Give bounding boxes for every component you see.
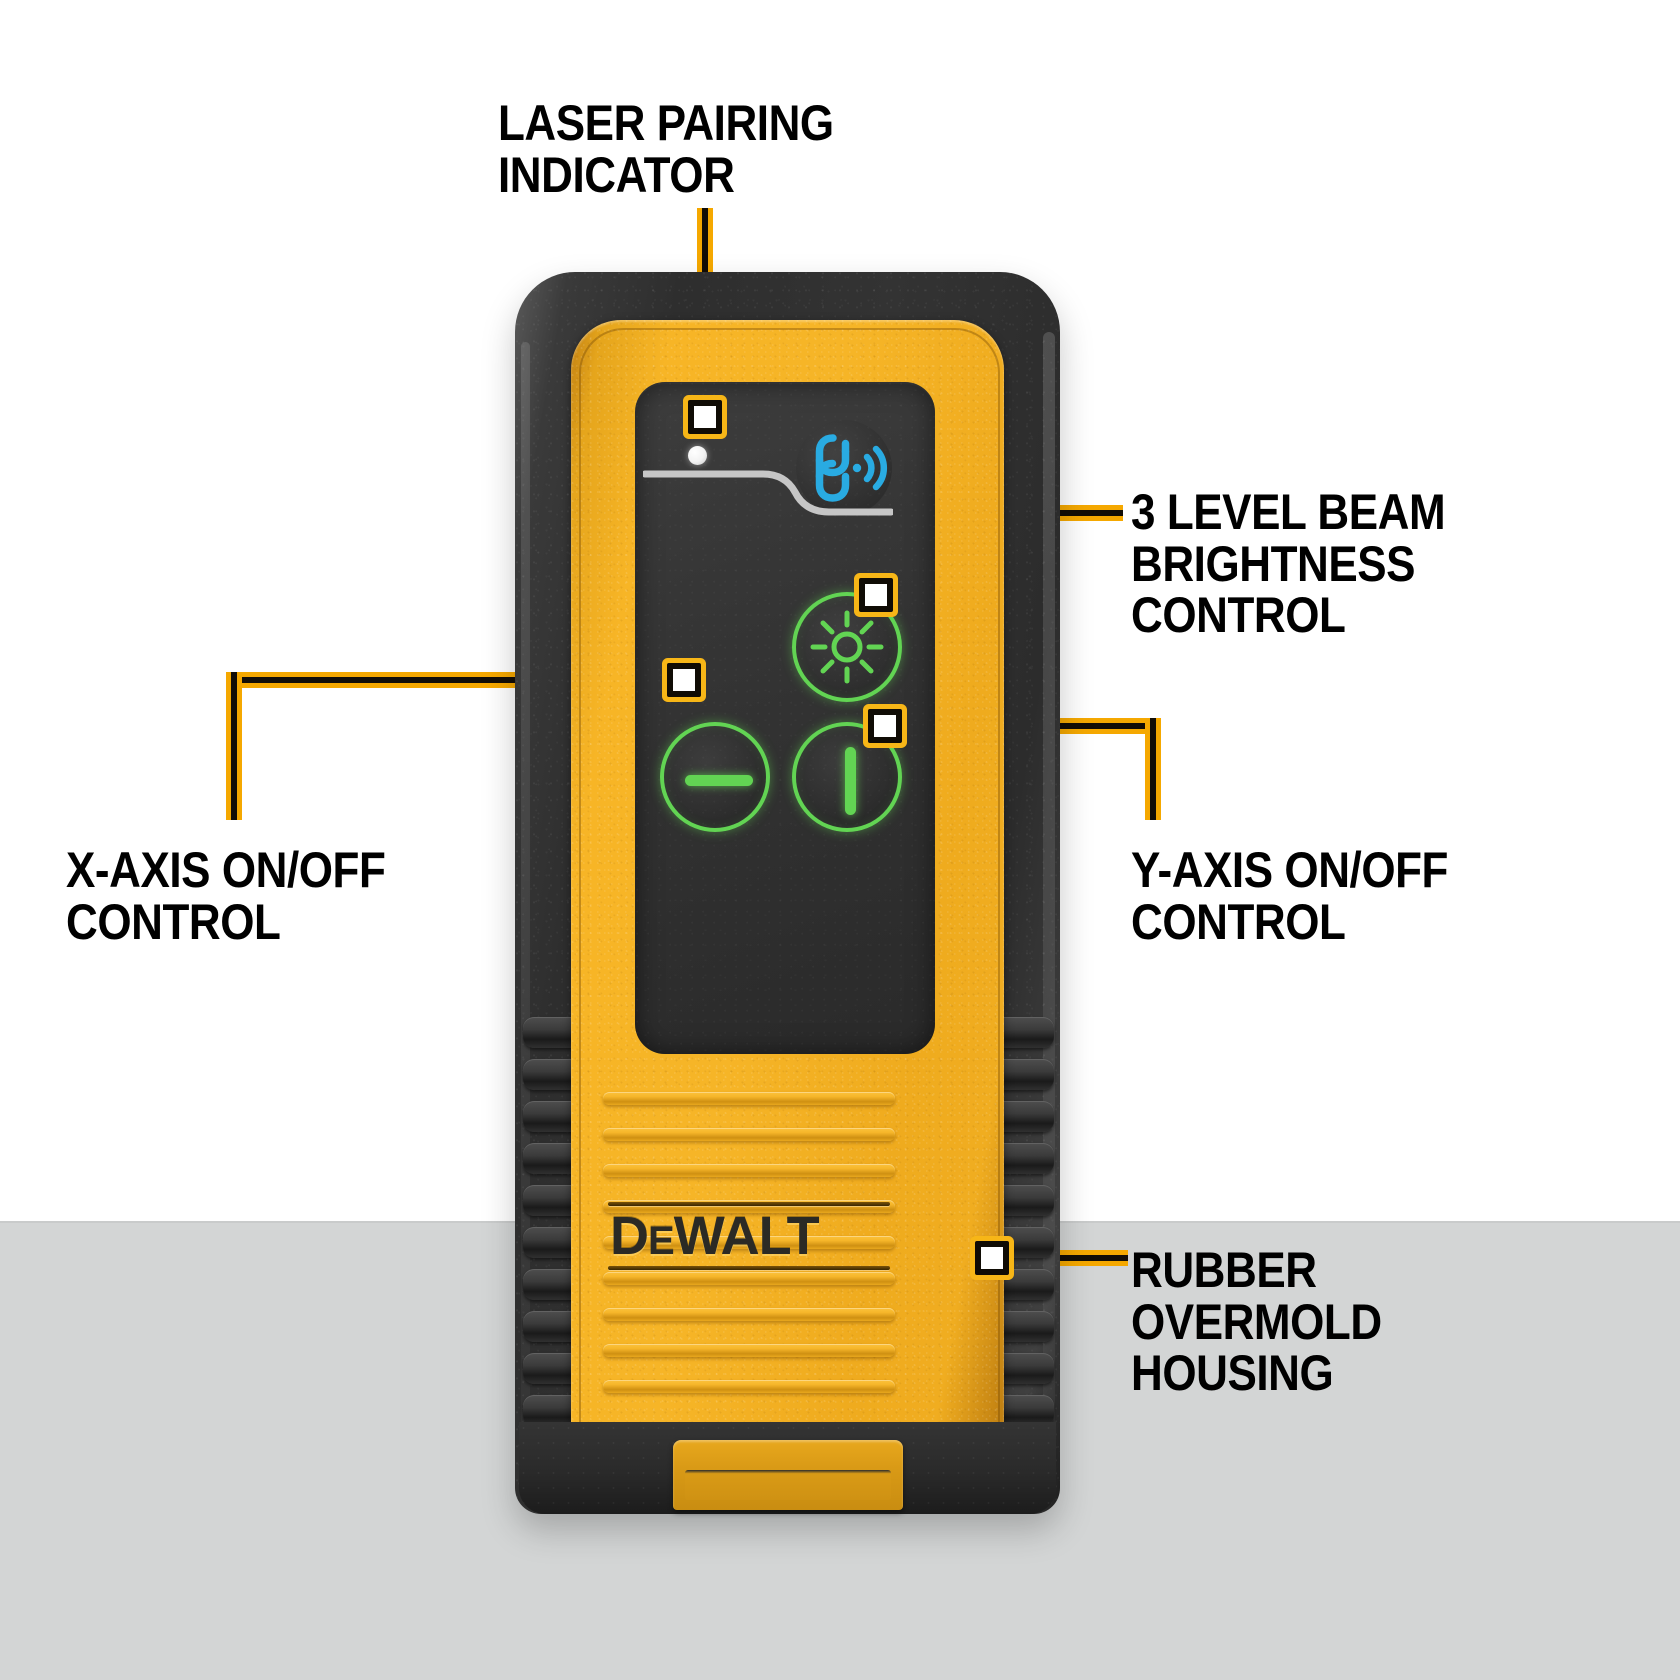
shell-highlight-left xyxy=(521,342,530,1432)
laser-detector-remote: DEWALT xyxy=(515,272,1060,1514)
x-axis-button[interactable] xyxy=(660,722,770,832)
logo-rule-bottom xyxy=(608,1266,890,1270)
callout-marker-x-axis[interactable] xyxy=(667,663,701,697)
callout-label-laser-pairing-indicator: LASER PAIRING INDICATOR xyxy=(498,95,834,203)
logo-rule-top xyxy=(608,1202,890,1206)
leader-core-x-axis-vertical xyxy=(231,672,237,820)
callout-label-x-axis: X-AXIS ON/OFF CONTROL xyxy=(66,842,386,950)
leader-core-y-axis-vertical xyxy=(1150,718,1156,820)
dewalt-logo: DEWALT xyxy=(608,1202,890,1270)
battery-door-slot xyxy=(685,1470,891,1500)
bluetooth-link-signal-icon xyxy=(815,434,888,502)
body-grip-ribs xyxy=(603,1092,895,1422)
callout-label-beam-brightness: 3 LEVEL BEAM BRIGHTNESS CONTROL xyxy=(1131,484,1446,643)
grip-rib xyxy=(603,1164,895,1177)
grip-rib xyxy=(603,1272,895,1285)
display-divider-curve xyxy=(643,470,893,516)
dewalt-wordmark: DEWALT xyxy=(610,1206,820,1266)
horizontal-line-icon xyxy=(685,775,753,786)
grip-rib xyxy=(603,1092,895,1105)
callout-marker-rubber-overmold[interactable] xyxy=(975,1241,1009,1275)
callout-marker-laser-pairing-indicator[interactable] xyxy=(688,400,722,434)
callout-label-y-axis: Y-AXIS ON/OFF CONTROL xyxy=(1131,842,1448,950)
laser-pairing-led-icon xyxy=(688,446,707,465)
grip-rib xyxy=(603,1380,895,1393)
sun-brightness-icon xyxy=(810,610,884,684)
grip-rib xyxy=(603,1344,895,1357)
callout-label-rubber-overmold: RUBBER OVERMOLD HOUSING xyxy=(1131,1242,1382,1401)
battery-door-tab[interactable] xyxy=(673,1440,903,1510)
vertical-line-icon xyxy=(845,747,856,815)
callout-marker-y-axis[interactable] xyxy=(868,709,902,743)
callout-marker-beam-brightness[interactable] xyxy=(859,578,893,612)
grip-rib xyxy=(603,1236,895,1249)
leader-core-x-axis-horizontal xyxy=(226,677,686,683)
grip-rib xyxy=(603,1128,895,1141)
grip-rib xyxy=(603,1308,895,1321)
brightness-button[interactable] xyxy=(792,592,902,702)
leader-core-rubber-overmold xyxy=(998,1255,1128,1261)
